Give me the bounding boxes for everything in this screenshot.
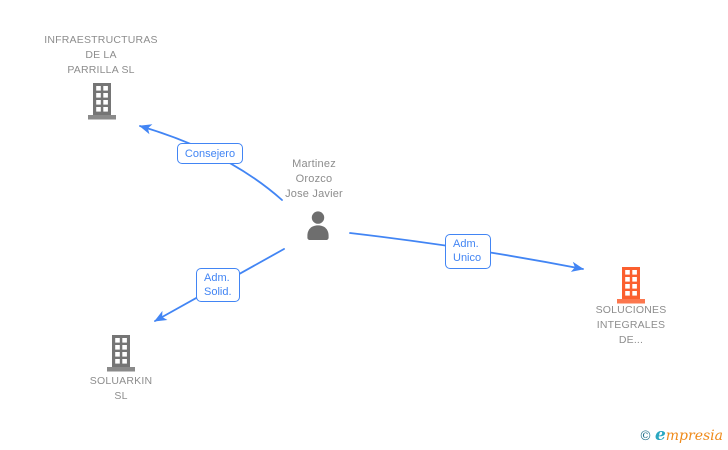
building-icon-soluarkin[interactable] [105, 334, 137, 377]
building-icon-soluciones[interactable] [615, 266, 647, 309]
company-name-line: DE LA [85, 49, 117, 61]
person-name-line: Orozco [295, 173, 333, 185]
company-name-line: DE... [618, 334, 644, 346]
relationship-label-adm-unico: Adm. Unico [445, 234, 491, 269]
relationship-label-text: Unico [453, 252, 482, 264]
building-icon-infraestructuras[interactable] [86, 82, 118, 125]
relationship-label-text: Consejero [184, 147, 236, 160]
relationship-label-text: Adm. [204, 272, 230, 284]
company-name-line: SL [114, 390, 128, 402]
relationship-label-consejero: Consejero [177, 143, 243, 164]
person-icon[interactable] [304, 211, 332, 245]
company-name-line: SOLUCIONES [595, 304, 667, 316]
company-name-line: PARRILLA SL [67, 64, 135, 76]
person-name-martinez[interactable]: Martinez Orozco Jose Javier [259, 157, 369, 202]
company-name-line: INTEGRALES [596, 319, 666, 331]
company-name-soluarkin[interactable]: SOLUARKIN SL [71, 374, 171, 404]
company-name-line: SOLUARKIN [89, 375, 153, 387]
company-name-infraestructuras[interactable]: INFRAESTRUCTURAS DE LA PARRILLA SL [18, 33, 184, 78]
person-name-line: Jose Javier [285, 188, 343, 200]
person-name-line: Martinez [292, 158, 336, 170]
copyright-icon: © [638, 429, 652, 444]
empresia-logo[interactable]: ©empresia [639, 425, 723, 445]
brand-initial: e [654, 425, 666, 445]
brand-name: mpresia [665, 428, 723, 444]
relationship-label-adm-solid: Adm. Solid. [196, 268, 240, 302]
relationship-label-text: Solid. [204, 286, 232, 298]
company-name-soluciones[interactable]: SOLUCIONES INTEGRALES DE... [576, 303, 686, 348]
relationship-label-text: Adm. [453, 238, 479, 250]
company-name-line: INFRAESTRUCTURAS [44, 34, 158, 46]
